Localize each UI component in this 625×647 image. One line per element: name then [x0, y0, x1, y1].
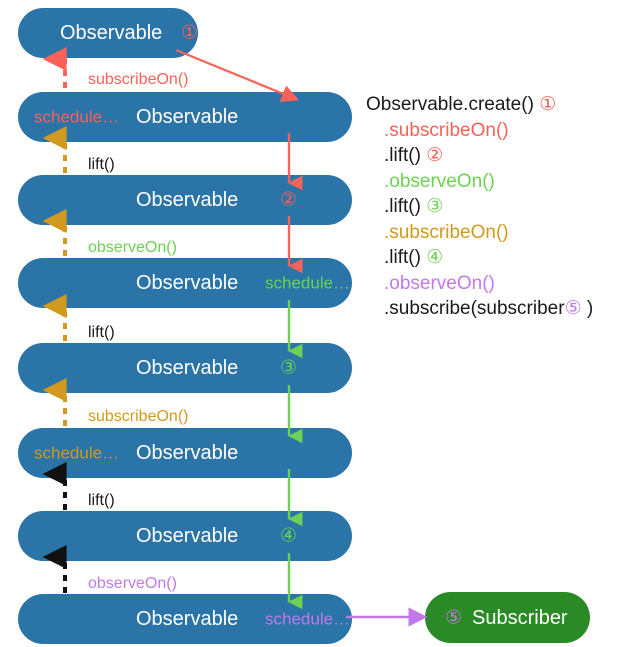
code-line: .observeOn() [366, 271, 593, 297]
code-token: ④ [426, 247, 444, 268]
code-line: .lift() ② [366, 143, 593, 169]
node-number-badge: ① [181, 22, 199, 44]
code-token: .observeOn() [384, 170, 495, 192]
node-scheduler-label: schedule… [34, 443, 120, 463]
code-line: .subscribe(subscriber⑤ ) [366, 296, 593, 322]
node-scheduler-label: schedule… [34, 107, 120, 127]
observable-node-2[interactable]: schedule… Observable [18, 92, 352, 142]
node-label: Observable [136, 525, 239, 547]
code-token: ⑤ [564, 298, 582, 319]
arrow-create-to-subscribeon [175, 48, 300, 102]
node-scheduler-label: schedule… [265, 609, 351, 629]
subscriber-number-badge: ⑤ [445, 607, 463, 628]
code-token: .lift() [384, 247, 427, 268]
gap-label-subscribeon-1: subscribeOn() [88, 71, 189, 88]
code-token: .subscribe(subscriber [384, 298, 565, 319]
subscriber-node[interactable]: ⑤ Subscriber [425, 592, 590, 643]
node-label: Observable [136, 442, 239, 464]
code-token: ① [539, 94, 557, 115]
code-token: .subscribeOn() [384, 119, 509, 141]
code-token: .lift() [384, 196, 427, 217]
node-label: Observable [60, 22, 163, 44]
observable-node-6[interactable]: schedule… Observable [18, 428, 352, 478]
observable-node-1[interactable]: Observable ① [18, 8, 198, 58]
node-label: Observable [136, 357, 239, 379]
subscriber-label: Subscriber [472, 606, 568, 629]
code-token: ) [581, 298, 594, 319]
observable-node-4[interactable]: Observable schedule… [18, 258, 352, 308]
gap-label-observeon-2: observeOn() [88, 575, 177, 592]
node-label: Observable [136, 272, 239, 294]
code-token: ③ [426, 196, 444, 217]
node-label: Observable [136, 189, 239, 211]
node-number-badge: ② [280, 189, 298, 211]
node-label: Observable [136, 608, 239, 630]
observable-node-3[interactable]: Observable ② [18, 175, 352, 225]
code-line: .observeOn() [366, 169, 593, 195]
gap-label-lift-1: lift() [88, 156, 115, 173]
node-number-badge: ③ [280, 357, 298, 379]
observable-node-7[interactable]: Observable ④ [18, 511, 352, 561]
observable-node-8[interactable]: Observable schedule… [18, 594, 352, 644]
code-token: .subscribeOn() [384, 221, 509, 243]
code-token: Observable.create() [366, 94, 540, 115]
code-line: .lift() ③ [366, 194, 593, 220]
code-listing: Observable.create() ①.subscribeOn().lift… [366, 92, 593, 322]
code-token: .lift() [384, 145, 427, 166]
code-line: .subscribeOn() [366, 118, 593, 144]
gap-label-lift-2: lift() [88, 324, 115, 341]
code-token: .observeOn() [384, 272, 495, 294]
code-line: .subscribeOn() [366, 220, 593, 246]
node-scheduler-label: schedule… [265, 273, 351, 293]
node-label: Observable [136, 106, 239, 128]
observable-node-5[interactable]: Observable ③ [18, 343, 352, 393]
gap-label-lift-3: lift() [88, 492, 115, 509]
code-line: Observable.create() ① [366, 92, 593, 118]
code-token: ② [426, 145, 444, 166]
code-line: .lift() ④ [366, 245, 593, 271]
gap-label-subscribeon-2: subscribeOn() [88, 408, 189, 425]
node-number-badge: ④ [280, 525, 298, 547]
gap-label-observeon-1: observeOn() [88, 239, 177, 256]
